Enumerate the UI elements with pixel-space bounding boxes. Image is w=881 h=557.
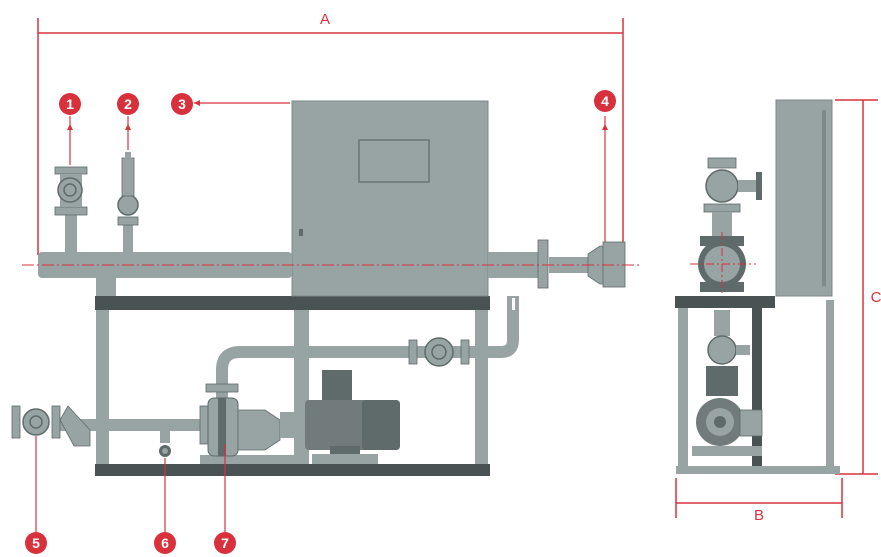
loop-piping	[216, 296, 519, 400]
dimension-b-label: B	[754, 507, 764, 524]
dimension-c	[835, 99, 878, 475]
callout-5-label: 5	[32, 535, 40, 551]
callout-4-label: 4	[601, 93, 609, 109]
dimension-a-label: A	[320, 11, 330, 28]
callout-6: 6	[154, 532, 176, 554]
base-frame	[95, 278, 490, 476]
suction-pipe	[59, 405, 210, 447]
valve-5	[11, 405, 61, 439]
motor	[305, 370, 400, 464]
valve-1	[54, 166, 88, 252]
control-cabinet	[291, 100, 489, 297]
dimension-c-label: C	[871, 289, 881, 306]
callout-7: 7	[214, 532, 236, 554]
callout-7-label: 7	[221, 535, 229, 551]
callout-2: 2	[117, 93, 139, 115]
callout-3: 3	[171, 93, 193, 115]
side-view	[675, 99, 840, 474]
front-view	[11, 100, 640, 476]
valve-2	[117, 152, 139, 252]
loop-valve	[408, 337, 470, 367]
callout-2-label: 2	[124, 96, 132, 112]
pump-7	[200, 397, 295, 464]
dimension-a	[37, 18, 624, 255]
side-valve-upper	[703, 157, 762, 236]
callout-6-label: 6	[161, 535, 169, 551]
callout-1: 1	[59, 93, 81, 115]
callout-4: 4	[594, 90, 616, 112]
callout-1-label: 1	[66, 96, 74, 112]
callout-5: 5	[25, 532, 47, 554]
side-frame	[675, 296, 840, 474]
callout-3-label: 3	[178, 96, 186, 112]
dimension-b	[675, 478, 843, 518]
side-pump	[692, 310, 763, 456]
valve-6	[159, 431, 171, 457]
